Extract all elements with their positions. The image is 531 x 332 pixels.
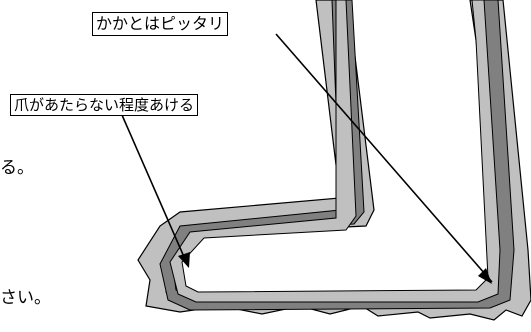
arrow-heel-line (275, 33, 493, 283)
cropped-text-fragment-1: る。 (0, 158, 34, 178)
arrow-toe-head (178, 252, 190, 268)
cropped-text-fragment-2: さい。 (0, 288, 51, 308)
toe-space-callout: 爪があたらない程度あける (10, 94, 199, 116)
heel-fit-callout: かかとはピッタリ (92, 12, 229, 36)
arrow-toe-line (121, 114, 189, 267)
arrow-heel-head (478, 268, 492, 284)
shoe-inner-lining (169, 0, 501, 303)
